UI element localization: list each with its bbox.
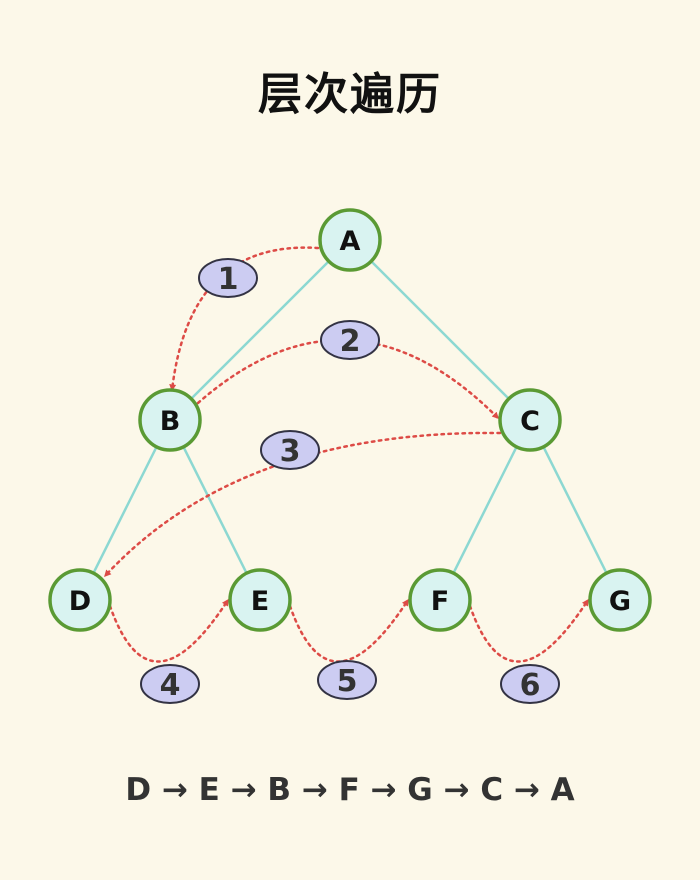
tree-node-b: B — [138, 388, 202, 452]
step-badge-label: 3 — [280, 434, 301, 469]
step-badge-shape — [500, 664, 560, 704]
tree-node-d: D — [48, 568, 112, 632]
traversal-arrow-5 — [288, 598, 410, 663]
tree-edge-a-c — [370, 260, 510, 400]
step-badge-label: 5 — [337, 664, 358, 699]
step-badge-label: 6 — [520, 668, 541, 703]
node-circle — [318, 208, 382, 272]
tree-node-c: C — [498, 388, 562, 452]
node-circle — [588, 568, 652, 632]
tree-edge-c-g — [542, 446, 608, 574]
node-circle — [138, 388, 202, 452]
step-badge-6: 6 — [500, 664, 560, 704]
tree-edge-c-f — [452, 446, 518, 574]
step-badge-shape — [140, 664, 200, 704]
tree-edge-b-d — [92, 446, 158, 574]
tree-edge-b-e — [182, 446, 248, 574]
step-badge-label: 2 — [340, 324, 361, 359]
node-label: F — [431, 586, 449, 617]
node-circle — [408, 568, 472, 632]
node-label: E — [251, 586, 269, 617]
step-badge-1: 1 — [198, 258, 258, 298]
node-label: A — [340, 226, 361, 257]
tree-node-g: G — [588, 568, 652, 632]
step-badge-5: 5 — [317, 660, 377, 700]
node-label: D — [69, 586, 91, 617]
node-label: B — [160, 406, 181, 437]
traversal-arrow-6 — [468, 598, 590, 663]
traversal-arrow-3 — [103, 431, 502, 578]
step-badge-shape — [198, 258, 258, 298]
step-badge-2: 2 — [320, 320, 380, 360]
step-badge-label: 4 — [160, 668, 181, 703]
node-label: C — [520, 406, 540, 437]
node-label: G — [609, 586, 631, 617]
node-circle — [498, 388, 562, 452]
step-badge-shape — [320, 320, 380, 360]
tree-node-a: A — [318, 208, 382, 272]
node-circle — [48, 568, 112, 632]
step-badge-shape — [317, 660, 377, 700]
tree-edge-a-b — [190, 260, 330, 400]
tree-node-e: E — [228, 568, 292, 632]
diagram-title: 层次遍历 — [258, 69, 442, 120]
node-circle — [228, 568, 292, 632]
traversal-arrow-4 — [108, 598, 230, 663]
tree-node-f: F — [408, 568, 472, 632]
traversal-sequence: D → E → B → F → G → C → A — [125, 772, 575, 808]
step-badge-shape — [260, 430, 320, 470]
step-badge-4: 4 — [140, 664, 200, 704]
step-badge-3: 3 — [260, 430, 320, 470]
step-badge-label: 1 — [218, 262, 239, 297]
